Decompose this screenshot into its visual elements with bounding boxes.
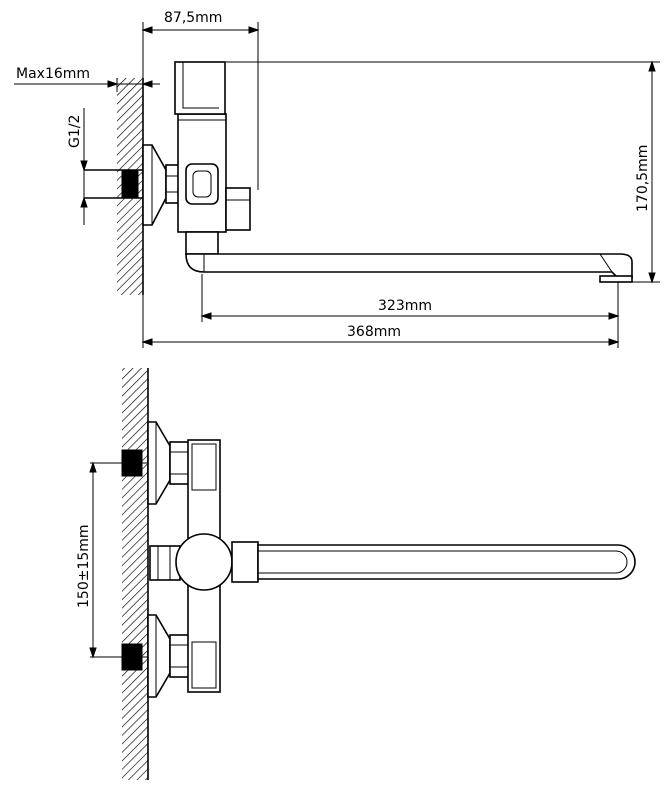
diverter-knob <box>185 163 219 205</box>
wall-plug <box>121 169 139 199</box>
dim-thread: G1/2 <box>67 115 83 148</box>
dim-height: 170,5mm <box>635 145 651 212</box>
dim-wall-offset: 87,5mm <box>164 10 222 26</box>
plan-view: 150±15mm <box>76 368 636 780</box>
dim-wall-thickness: Max16mm <box>16 66 90 82</box>
side-view: 87,5mm Max16mm G1/2 170,5mm 323mm 368mm <box>14 10 660 348</box>
spout-plan <box>257 544 636 580</box>
dim-spout-reach: 323mm <box>378 298 432 314</box>
dim-inlet-spacing: 150±15mm <box>76 524 92 608</box>
diverter-knob-plan <box>149 545 181 581</box>
escutcheon <box>142 144 167 226</box>
central-hub <box>175 533 233 591</box>
spout <box>185 253 633 279</box>
dim-overall-length: 368mm <box>347 324 401 340</box>
wall-hatch-bottom <box>122 368 148 780</box>
